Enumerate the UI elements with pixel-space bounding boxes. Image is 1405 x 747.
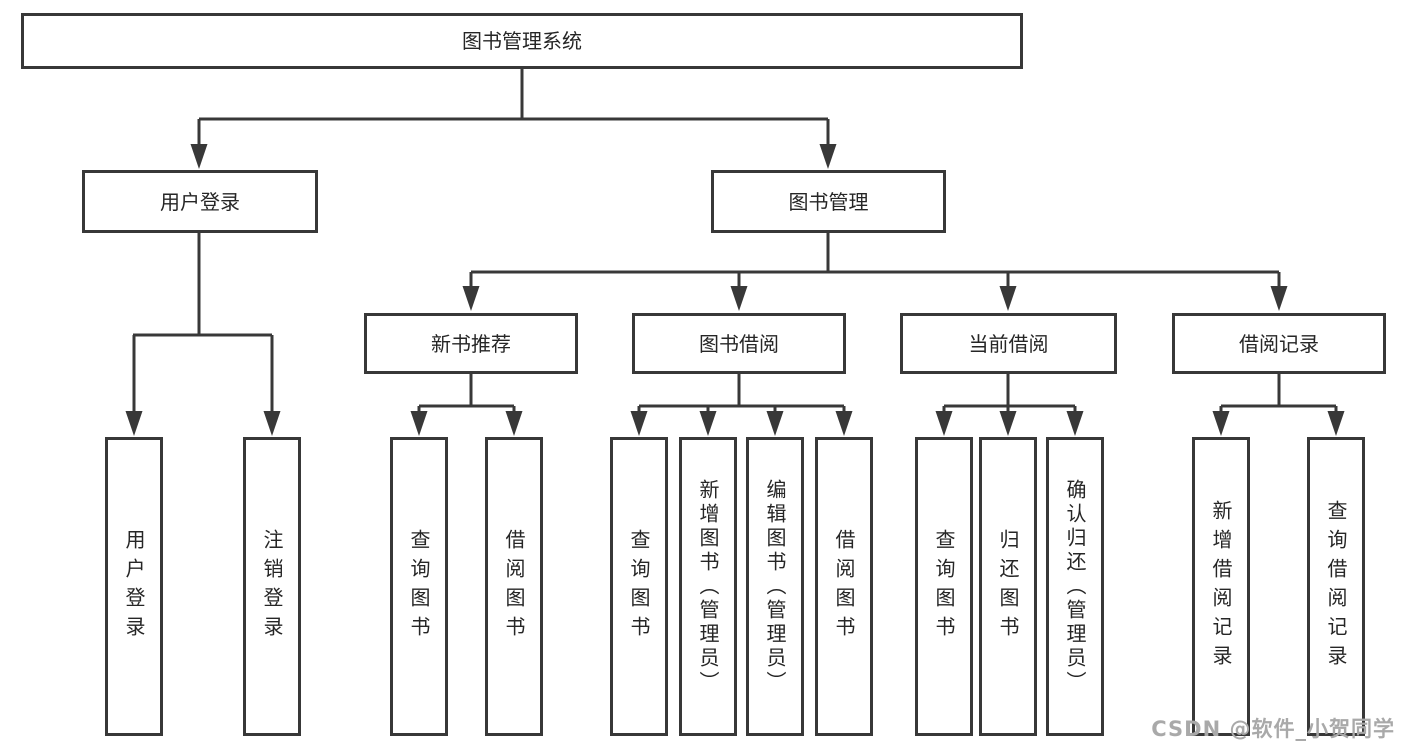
csdn-watermark: CSDN @软件_小贺同学 (1151, 717, 1395, 741)
edge-newbook-to-leaves (417, 374, 516, 415)
leaf-edit-book-admin: 编辑图书（管理员） (746, 437, 804, 736)
edge-userlogin-to-leaves (132, 233, 274, 415)
edge-root-to-level2 (197, 69, 830, 150)
leaf-borrow-books-borrow: 借阅图书 (815, 437, 873, 736)
connector-paths (132, 69, 1338, 415)
node-current-borrow: 当前借阅 (900, 313, 1117, 374)
leaf-confirm-return-admin: 确认归还（管理员） (1046, 437, 1104, 736)
leaf-return-book: 归还图书 (979, 437, 1037, 736)
leaf-query-borrow-record: 查询借阅记录 (1307, 437, 1365, 736)
edge-bookmgmt-to-level3 (469, 233, 1281, 290)
leaf-query-books-borrow: 查询图书 (610, 437, 668, 736)
node-user-login: 用户登录 (82, 170, 318, 233)
leaf-query-books-current: 查询图书 (915, 437, 973, 736)
node-book-borrow: 图书借阅 (632, 313, 846, 374)
leaf-logout: 注销登录 (243, 437, 301, 736)
node-library-system: 图书管理系统 (21, 13, 1023, 69)
leaf-add-book-admin: 新增图书（管理员） (679, 437, 737, 736)
node-borrow-records: 借阅记录 (1172, 313, 1386, 374)
leaf-borrow-books-recommend: 借阅图书 (485, 437, 543, 736)
edge-current-to-leaves (942, 374, 1077, 415)
node-new-book-recommend: 新书推荐 (364, 313, 578, 374)
edge-records-to-leaves (1219, 374, 1338, 415)
leaf-add-borrow-record: 新增借阅记录 (1192, 437, 1250, 736)
leaf-user-login: 用户登录 (105, 437, 163, 736)
edge-borrow-to-leaves (637, 374, 846, 415)
node-book-management: 图书管理 (711, 170, 946, 233)
leaf-query-books-recommend: 查询图书 (390, 437, 448, 736)
